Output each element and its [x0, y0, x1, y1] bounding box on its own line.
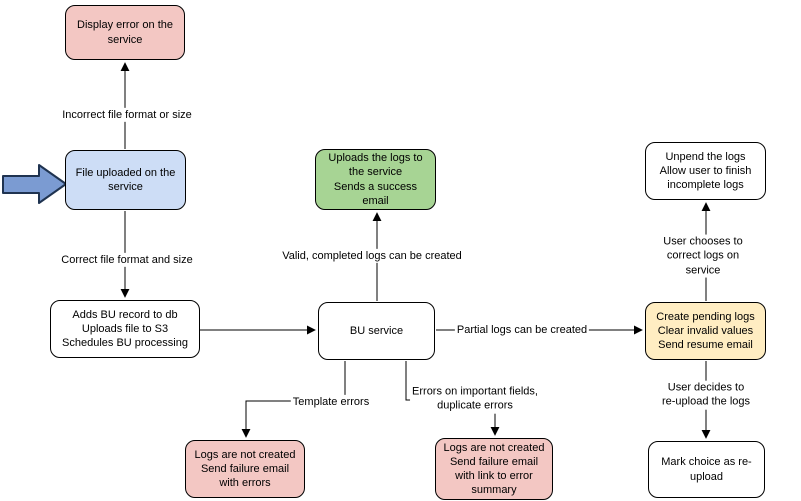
edge-label-template-errors: Template errors — [290, 394, 372, 410]
edge-label-user-corrects: User chooses to correct logs on service — [654, 234, 752, 278]
node-logs-not-created-summary: Logs are not created Send failure email … — [435, 438, 553, 500]
node-create-pending-logs: Create pending logs Clear invalid values… — [645, 302, 766, 360]
edge-label-field-errors: Errors on important fields, duplicate er… — [410, 384, 540, 414]
node-logs-not-created-errors: Logs are not created Send failure email … — [185, 440, 305, 498]
edge-label-correct-format: Correct file format and size — [59, 252, 195, 268]
node-file-uploaded: File uploaded on the service — [65, 150, 186, 210]
node-display-error: Display error on the service — [65, 5, 185, 60]
edge-label-incorrect-format: Incorrect file format or size — [60, 107, 194, 123]
node-adds-bu-record: Adds BU record to db Uploads file to S3 … — [50, 300, 200, 358]
input-arrow-icon — [2, 164, 67, 204]
edge-label-partial-logs: Partial logs can be created — [454, 322, 590, 338]
node-uploads-logs: Uploads the logs to the service Sends a … — [315, 149, 436, 210]
node-bu-service: BU service — [318, 302, 435, 360]
edge-label-user-reuploads: User decides to re-upload the logs — [658, 380, 754, 410]
node-mark-choice-reupload: Mark choice as re- upload — [648, 441, 765, 498]
node-unpend-logs: Unpend the logs Allow user to finish inc… — [645, 142, 766, 200]
edge-label-valid-logs: Valid, completed logs can be created — [280, 248, 464, 264]
